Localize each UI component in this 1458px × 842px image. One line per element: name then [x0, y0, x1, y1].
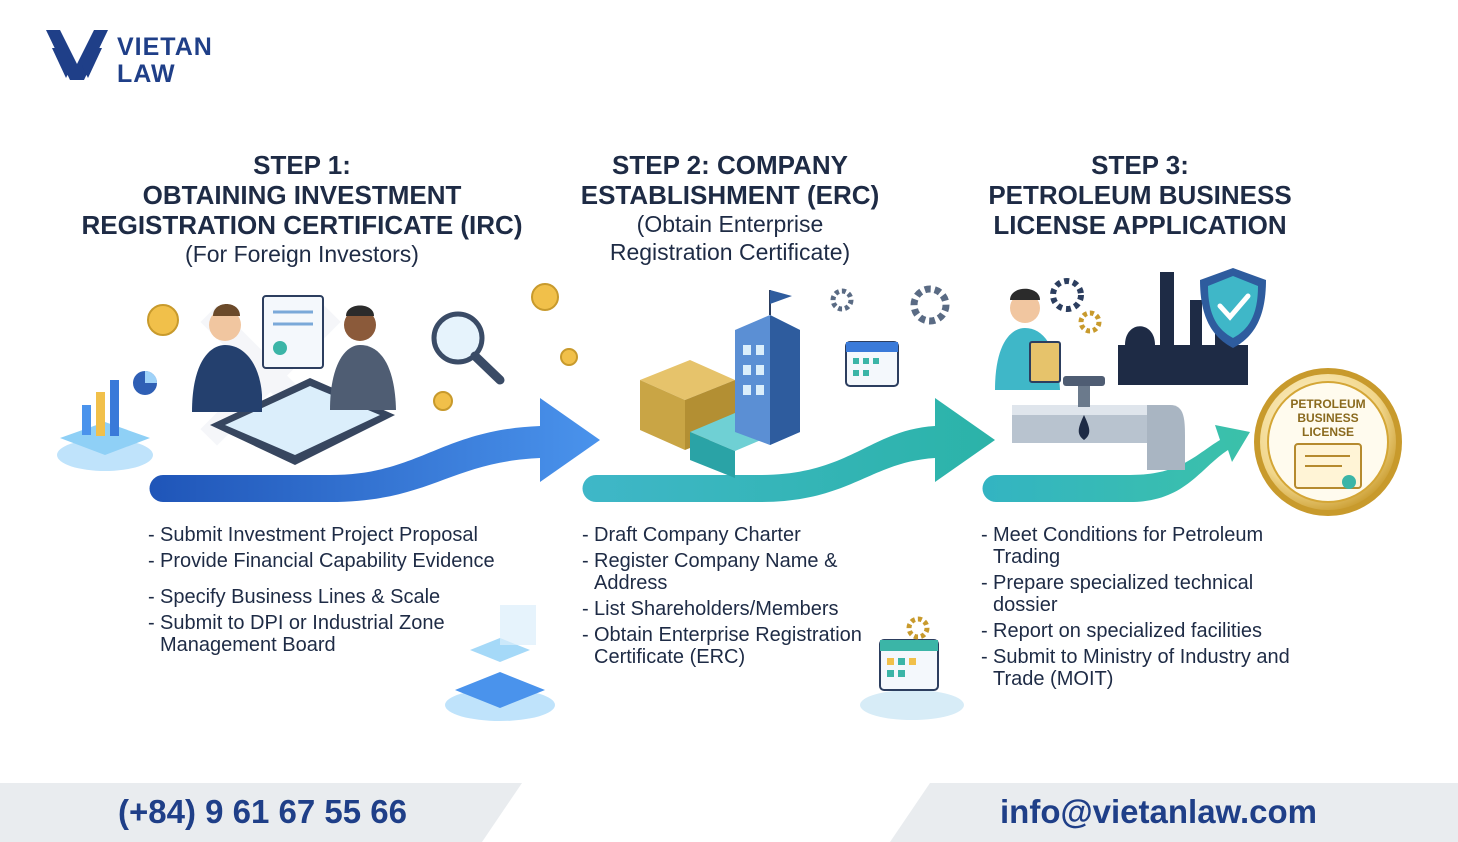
- step1-heading: STEP 1: OBTAINING INVESTMENT REGISTRATIO…: [60, 150, 544, 268]
- step2-heading: STEP 2: COMPANY ESTABLISHMENT (ERC) (Obt…: [560, 150, 900, 266]
- step1-title-line1: STEP 1:: [253, 150, 351, 180]
- step1-title-line3: REGISTRATION CERTIFICATE (IRC): [81, 210, 523, 240]
- step1-bullets: Submit Investment Project Proposal Provi…: [148, 524, 498, 660]
- list-item: Meet Conditions for Petroleum Trading: [981, 524, 1321, 568]
- step3-title-line2: PETROLEUM BUSINESS: [988, 180, 1292, 210]
- contact-email[interactable]: info@vietanlaw.com: [1000, 793, 1318, 830]
- badge-line1: PETROLEUM: [1290, 397, 1366, 411]
- list-item: Specify Business Lines & Scale: [148, 586, 498, 608]
- list-item: Submit to Ministry of Industry and Trade…: [981, 646, 1321, 690]
- list-item: Prepare specialized technical dossier: [981, 572, 1321, 616]
- badge-line3: LICENSE: [1301, 425, 1354, 439]
- step2-title-line1: STEP 2: COMPANY: [612, 150, 848, 180]
- list-item: Draft Company Charter: [582, 524, 862, 546]
- step2-subtitle-line2: Registration Certificate): [609, 239, 851, 265]
- step3-bullets: Meet Conditions for Petroleum Trading Pr…: [981, 524, 1321, 694]
- step2-arrow-icon: [582, 398, 995, 502]
- logo-wordmark: VIETAN LAW: [117, 34, 213, 88]
- step3-heading: STEP 3: PETROLEUM BUSINESS LICENSE APPLI…: [960, 150, 1320, 240]
- step3-title-line1: STEP 3:: [1091, 150, 1189, 180]
- analytics-platform-icon: [57, 371, 157, 471]
- contract-signing-icon: [192, 295, 396, 465]
- list-item: Submit Investment Project Proposal: [148, 524, 498, 546]
- list-item: List Shareholders/Members: [582, 598, 862, 620]
- list-item: Submit to DPI or Industrial Zone Managem…: [148, 612, 498, 656]
- list-item: Register Company Name & Address: [582, 550, 862, 594]
- list-item: Obtain Enterprise Registration Certifica…: [582, 624, 862, 668]
- step2-title-line2: ESTABLISHMENT (ERC): [580, 180, 880, 210]
- step2-subtitle-line1: (Obtain Enterprise: [636, 211, 824, 237]
- engineer-with-clipboard-icon: [995, 288, 1061, 390]
- badge-line2: BUSINESS: [1297, 411, 1359, 425]
- pipeline-valve-icon: [1012, 376, 1185, 470]
- coin-icon: [147, 283, 578, 411]
- license-seal-icon: [1254, 368, 1402, 516]
- footer-bands: [0, 783, 1458, 842]
- license-badge-label: PETROLEUM BUSINESS LICENSE: [1278, 397, 1378, 439]
- step1-title-line2: OBTAINING INVESTMENT: [142, 180, 462, 210]
- shield-check-icon: [1200, 268, 1266, 348]
- gear-icon: [830, 278, 1102, 334]
- data-platform-icon: [445, 605, 555, 721]
- step3-arrow-icon: [982, 425, 1250, 502]
- list-item: Provide Financial Capability Evidence: [148, 550, 498, 572]
- list-item: Report on specialized facilities: [981, 620, 1321, 642]
- logo-line1: VIETAN: [117, 33, 213, 61]
- step1-arrow-icon: [149, 398, 600, 502]
- step2-bullets: Draft Company Charter Register Company N…: [582, 524, 862, 672]
- calendar-gear-icon: [860, 616, 964, 720]
- step1-subtitle: (For Foreign Investors): [185, 241, 419, 267]
- logo-line2: LAW: [117, 60, 176, 88]
- calendar-icon: [845, 341, 899, 387]
- office-building-icon: [735, 290, 800, 445]
- magnifier-icon: [431, 311, 505, 385]
- vietan-logo-icon: [46, 30, 108, 80]
- step3-title-line3: LICENSE APPLICATION: [993, 210, 1287, 240]
- process-illustration: [57, 268, 1402, 721]
- contact-phone[interactable]: (+84) 9 61 67 55 66: [118, 793, 407, 830]
